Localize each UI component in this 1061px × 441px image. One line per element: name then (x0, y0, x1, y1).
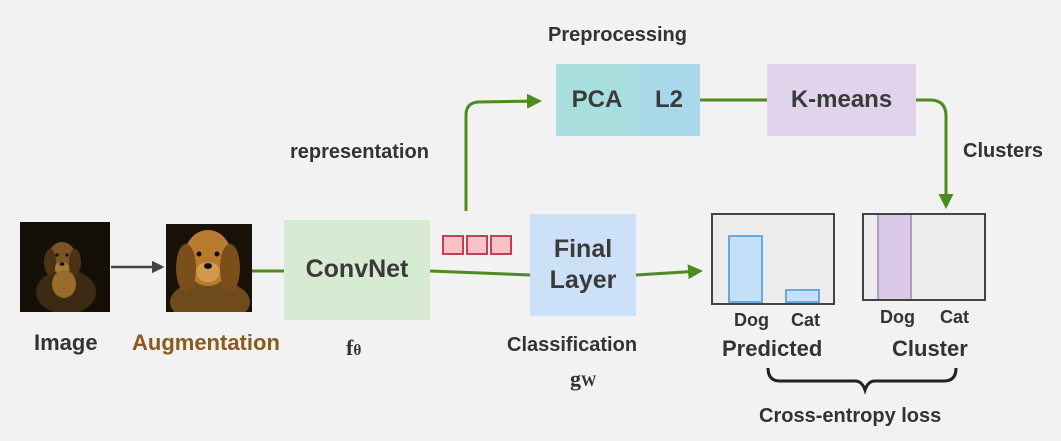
augmented-dog-silhouette-icon (166, 224, 252, 312)
preprocessing-title: Preprocessing (548, 24, 687, 46)
dog-image (20, 222, 110, 312)
classification-symbol: gW (570, 368, 596, 390)
representation-label: representation (290, 141, 429, 163)
classification-symbol-main: g (570, 366, 581, 391)
kmeans-box: K-means (767, 64, 916, 136)
cluster-panel (862, 213, 986, 301)
predicted-title: Predicted (722, 336, 823, 361)
final-layer-to-predicted-arrow (635, 264, 703, 280)
cluster-cat-label: Cat (940, 307, 970, 327)
clusters-label: Clusters (963, 140, 1044, 162)
predicted-cat-label: Cat (791, 310, 821, 330)
loss-brace (766, 367, 958, 395)
final-layer-box: Final Layer (530, 214, 636, 316)
image-label: Image (34, 330, 98, 355)
final-layer-line2: Layer (549, 266, 617, 294)
convnet-to-final-layer-line (429, 269, 531, 277)
augmented-dog-image (166, 224, 252, 312)
classification-symbol-sub: W (581, 373, 597, 390)
convnet-box: ConvNet (284, 220, 430, 320)
predicted-panel (711, 213, 835, 305)
pca-box: PCA (556, 64, 638, 136)
convnet-symbol: fθ (346, 337, 361, 359)
final-layer-line1: Final (553, 234, 613, 263)
predicted-cat-bar (785, 289, 820, 303)
kmeans-to-cluster-arrow (916, 98, 954, 209)
pca-label: PCA (571, 86, 623, 113)
predicted-dog-label: Dog (734, 310, 769, 330)
classification-label: Classification (507, 334, 638, 356)
kmeans-label: K-means (790, 86, 893, 113)
cluster-dog-band (877, 215, 912, 299)
augmentation-label: Augmentation (132, 330, 280, 355)
predicted-dog-bar (728, 235, 763, 303)
representation-cell (466, 235, 488, 255)
representation-to-pca-arrow (464, 93, 542, 211)
l2-label: L2 (654, 86, 683, 113)
cluster-title: Cluster (892, 336, 968, 361)
convnet-symbol-sub: θ (353, 342, 362, 359)
dog-silhouette-icon (20, 222, 110, 312)
cluster-dog-label: Dog (880, 307, 915, 327)
convnet-symbol-main: f (346, 335, 354, 360)
representation-cell (442, 235, 464, 255)
l2-box: L2 (638, 64, 700, 136)
representation-cell (490, 235, 512, 255)
loss-label: Cross-entropy loss (759, 405, 942, 427)
convnet-label: ConvNet (305, 255, 409, 284)
